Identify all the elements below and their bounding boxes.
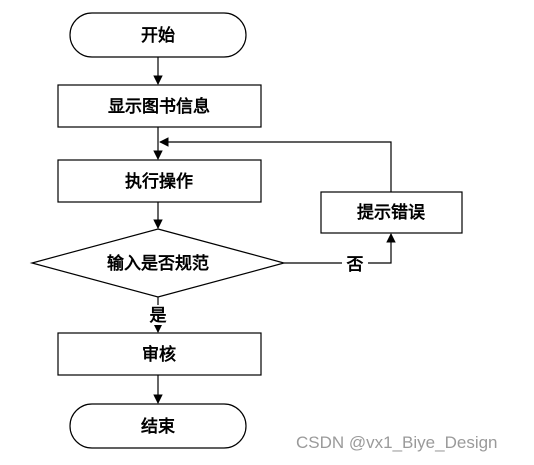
execute-label: 执行操作: [125, 171, 193, 192]
display-info-label: 显示图书信息: [108, 96, 210, 117]
display-info-node: 显示图书信息: [57, 84, 262, 128]
no-label: 否: [346, 255, 364, 275]
review-node: 审核: [57, 332, 262, 376]
end-label: 结束: [141, 416, 175, 437]
decision-label: 输入是否规范: [107, 253, 209, 274]
error-node: 提示错误: [320, 191, 463, 234]
watermark: CSDN @vx1_Biye_Design: [296, 433, 498, 452]
review-label: 审核: [142, 344, 176, 365]
yes-label-bg: [146, 305, 170, 325]
edge-decision-no: [284, 233, 396, 264]
execute-node: 执行操作: [57, 159, 262, 203]
error-label: 提示错误: [357, 202, 426, 223]
start-label: 开始: [141, 25, 175, 46]
start-node: 开始: [69, 12, 247, 58]
end-node: 结束: [69, 403, 247, 449]
decision-node: 输入是否规范: [29, 228, 287, 298]
edge-error-loop-back: [159, 137, 392, 192]
yes-label: 是: [150, 306, 167, 326]
no-label-bg: [342, 254, 368, 274]
